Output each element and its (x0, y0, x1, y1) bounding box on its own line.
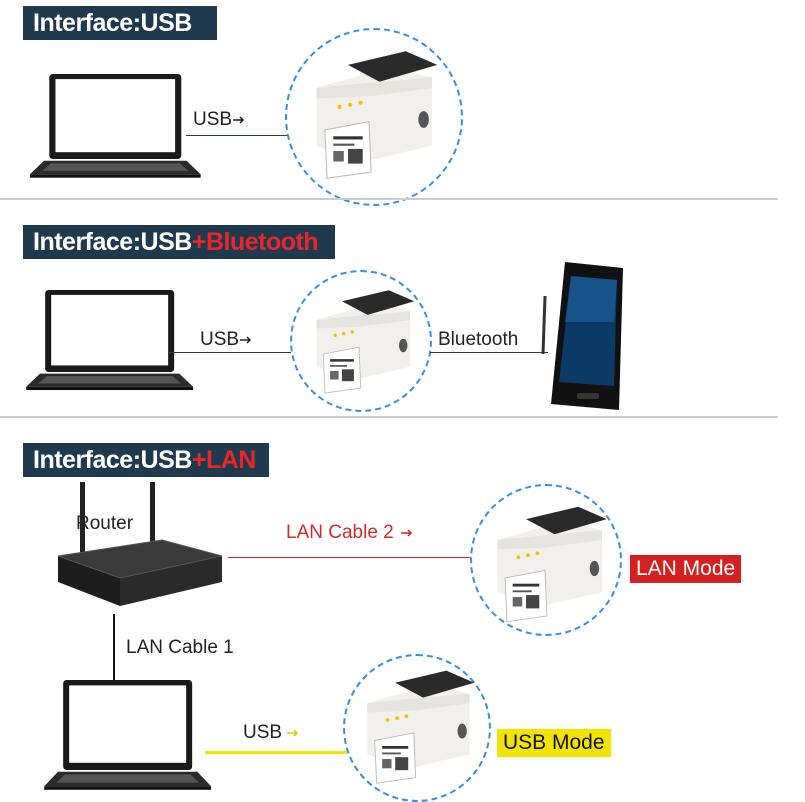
lan-cable1-label: LAN Cable 1 (126, 637, 234, 659)
laptop-icon (28, 74, 198, 174)
router-icon (52, 482, 232, 612)
lan-mode-badge: LAN Mode (630, 555, 741, 583)
label-printer-icon (296, 40, 456, 190)
section1-banner: Interface:USB (23, 6, 217, 40)
usb-line-3 (205, 751, 347, 754)
section-divider-2 (0, 416, 778, 418)
usb-label-2: USB (200, 329, 253, 351)
lan-cable1-line (113, 614, 115, 686)
arrow-right-icon (286, 728, 300, 738)
usb-label-1: USB (193, 109, 246, 131)
usb-label-3: USB (243, 722, 300, 744)
section-divider-1 (0, 198, 778, 200)
usb-mode-badge: USB Mode (497, 729, 611, 757)
label-printer-icon (298, 282, 428, 402)
section1-banner-text: Interface:USB (33, 9, 192, 37)
laptop-icon (32, 680, 232, 800)
section2-banner: Interface:USB+Bluetooth (23, 225, 335, 259)
arrow-right-icon (232, 115, 246, 125)
lan-cable2-label: LAN Cable 2 (286, 522, 414, 544)
bluetooth-label: Bluetooth (436, 329, 520, 351)
lan-cable2-line (228, 557, 472, 558)
arrow-right-icon (239, 335, 253, 345)
bluetooth-line (430, 352, 548, 353)
label-printer-icon (478, 498, 618, 628)
usb-line-2 (168, 352, 292, 353)
section3-banner: Interface:USB+LAN (23, 443, 269, 477)
arrow-right-icon (400, 528, 414, 538)
laptop-icon (18, 290, 198, 390)
smartphone-icon (535, 262, 635, 412)
label-printer-icon (350, 664, 490, 794)
usb-line-1 (186, 135, 298, 136)
